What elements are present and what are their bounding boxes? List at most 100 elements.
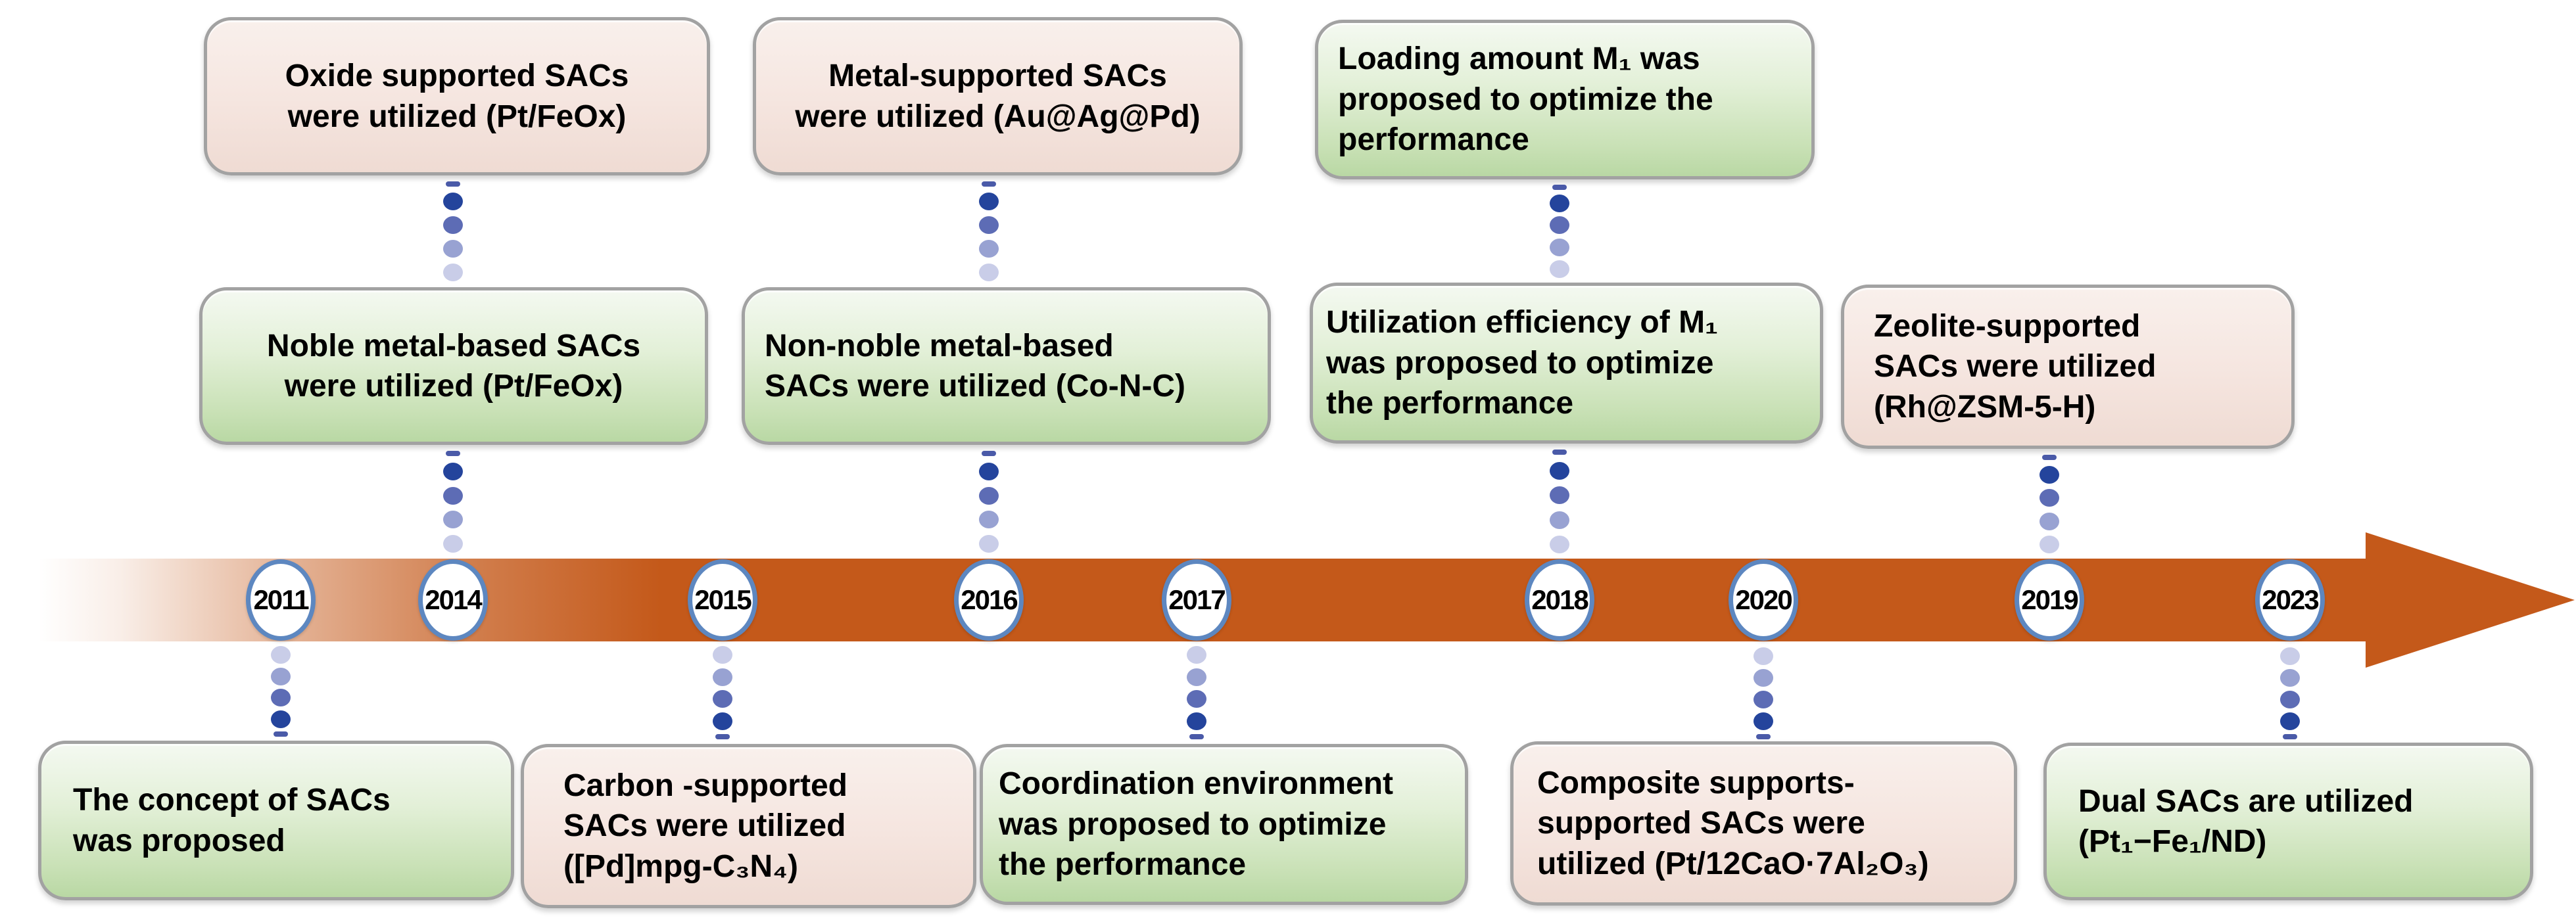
event-box-noble-metal-sacs: Noble metal-based SACs were utilized (Pt… xyxy=(199,287,708,445)
year-marker-2023: 2023 xyxy=(2255,559,2325,641)
connector-dash xyxy=(1189,734,1204,739)
connector-dot xyxy=(1187,668,1206,686)
connector-dot xyxy=(2039,465,2059,484)
event-box-oxide-supported-sacs: Oxide supported SACs were utilized (Pt/F… xyxy=(204,17,710,175)
connector-dash xyxy=(715,734,730,739)
connector-dot xyxy=(1550,194,1569,212)
year-marker-2015: 2015 xyxy=(688,559,757,641)
event-box-text: Non-noble metal-based SACs were utilized… xyxy=(765,328,1186,404)
event-box-coordination-environment: Coordination environment was proposed to… xyxy=(980,744,1468,905)
connector-dot xyxy=(2039,512,2059,530)
connector-dot xyxy=(1550,536,1569,553)
event-box-text: Oxide supported SACs were utilized (Pt/F… xyxy=(285,58,629,134)
dotted-connector-2019-lower xyxy=(2038,455,2061,553)
event-box-utilization-efficiency: Utilization efficiency of M₁ was propose… xyxy=(1310,283,1823,444)
connector-dash xyxy=(446,181,460,187)
connector-dot xyxy=(443,264,463,281)
connector-dot xyxy=(979,240,999,258)
year-label: 2016 xyxy=(961,584,1018,615)
dotted-connector-2017 xyxy=(1185,646,1208,739)
year-marker-2014: 2014 xyxy=(418,559,488,641)
year-marker-2016: 2016 xyxy=(954,559,1024,641)
event-box-metal-supported-sacs: Metal-supported SACs were utilized (Au@A… xyxy=(753,17,1243,175)
connector-dash xyxy=(274,731,288,737)
connector-dot xyxy=(271,689,291,706)
event-box-text: Noble metal-based SACs were utilized (Pt… xyxy=(266,328,641,404)
year-label: 2023 xyxy=(2262,584,2319,615)
connector-dot xyxy=(2039,489,2059,507)
connector-dot xyxy=(2280,691,2300,708)
connector-dot xyxy=(443,216,463,234)
event-box-loading-amount: Loading amount M₁ was proposed to optimi… xyxy=(1315,20,1815,179)
year-label: 2017 xyxy=(1168,584,1226,615)
event-box-text: Carbon -supported SACs were utilized ([P… xyxy=(563,768,847,884)
event-box-carbon-supported-sacs: Carbon -supported SACs were utilized ([P… xyxy=(521,744,976,908)
event-box-text: Composite supports- supported SACs were … xyxy=(1537,765,1929,881)
connector-dot xyxy=(443,240,463,258)
year-label: 2014 xyxy=(425,584,482,615)
connector-dot xyxy=(443,535,463,553)
dotted-connector-2018-upper xyxy=(1548,185,1571,278)
year-marker-2017: 2017 xyxy=(1162,559,1231,641)
dotted-connector-2011 xyxy=(270,646,292,737)
connector-dash xyxy=(1756,734,1771,739)
connector-dot xyxy=(1550,216,1569,234)
connector-dot xyxy=(443,486,463,505)
event-box-text: Metal-supported SACs were utilized (Au@A… xyxy=(795,58,1201,134)
event-box-dual-sacs: Dual SACs are utilized (Pt₁−Fe₁/ND) xyxy=(2043,743,2533,900)
connector-dot xyxy=(979,535,999,553)
connector-dot xyxy=(1550,511,1569,529)
connector-dot xyxy=(1550,486,1569,504)
connector-dot xyxy=(979,511,999,529)
event-box-text: Zeolite-supported SACs were utilized (Rh… xyxy=(1874,308,2157,425)
event-box-non-noble-metal-sacs: Non-noble metal-based SACs were utilized… xyxy=(742,287,1271,445)
connector-dot xyxy=(979,462,999,480)
connector-dot xyxy=(979,193,999,210)
connector-dot xyxy=(979,216,999,234)
connector-dot xyxy=(1550,238,1569,256)
connector-dot xyxy=(443,193,463,210)
dotted-connector-2023 xyxy=(2279,647,2301,739)
year-marker-2018: 2018 xyxy=(1525,559,1594,641)
dotted-connector-2015 xyxy=(711,646,734,739)
connector-dot xyxy=(2280,669,2300,687)
connector-dot xyxy=(713,668,732,686)
connector-dot xyxy=(1753,712,1773,730)
connector-dot xyxy=(1753,691,1773,708)
connector-dot xyxy=(979,264,999,281)
event-box-composite-supports-sacs: Composite supports- supported SACs were … xyxy=(1510,741,2017,906)
connector-dot xyxy=(1753,647,1773,665)
connector-dash xyxy=(1552,450,1567,455)
connector-dash xyxy=(2042,455,2057,460)
dotted-connector-2020 xyxy=(1752,647,1775,739)
connector-dash xyxy=(1552,185,1567,190)
year-label: 2020 xyxy=(1735,584,1792,615)
dotted-connector-2014-upper xyxy=(442,181,464,281)
connector-dot xyxy=(2280,647,2300,665)
connector-dot xyxy=(713,712,732,730)
connector-dot xyxy=(713,690,732,708)
event-box-zeolite-supported-sacs: Zeolite-supported SACs were utilized (Rh… xyxy=(1841,285,2295,449)
connector-dot xyxy=(1550,260,1569,278)
connector-dot xyxy=(1187,712,1206,730)
dotted-connector-2014-lower xyxy=(442,451,464,553)
year-label: 2018 xyxy=(1531,584,1588,615)
timeline-arrow-head-icon xyxy=(2366,532,2575,668)
year-label: 2011 xyxy=(253,584,309,615)
connector-dot xyxy=(1753,669,1773,687)
connector-dot xyxy=(1187,646,1206,664)
year-label: 2019 xyxy=(2021,584,2078,615)
event-box-text: Utilization efficiency of M₁ was propose… xyxy=(1326,305,1718,421)
connector-dot xyxy=(1550,461,1569,480)
connector-dot xyxy=(2280,712,2300,730)
year-marker-2011: 2011 xyxy=(246,559,316,641)
connector-dot xyxy=(271,667,291,685)
event-box-text: Dual SACs are utilized (Pt₁−Fe₁/ND) xyxy=(2078,783,2414,859)
connector-dash xyxy=(982,451,996,456)
event-box-concept-of-sacs: The concept of SACs was proposed xyxy=(38,741,514,900)
connector-dot xyxy=(443,511,463,529)
connector-dash xyxy=(982,181,996,187)
year-marker-2020: 2020 xyxy=(1729,559,1798,641)
event-box-text: Loading amount M₁ was proposed to optimi… xyxy=(1338,41,1713,158)
